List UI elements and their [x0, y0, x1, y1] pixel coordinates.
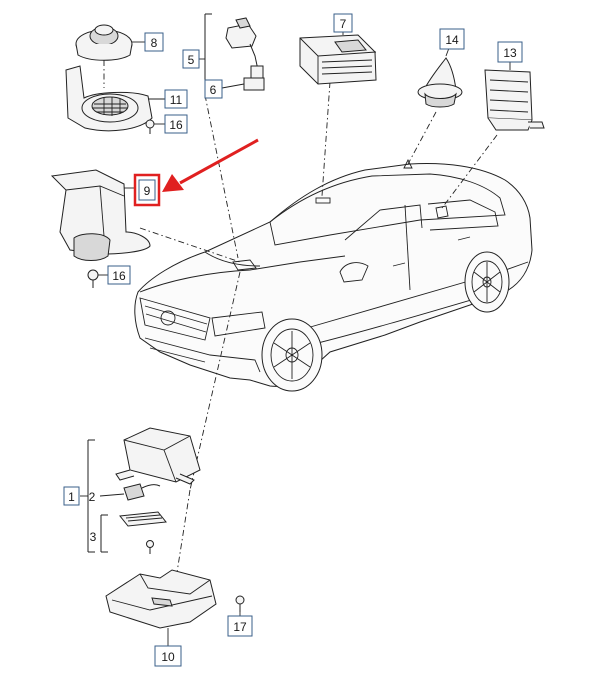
callout-label: 16: [112, 269, 126, 283]
callout-label: 8: [151, 36, 158, 50]
antenna: [417, 47, 463, 108]
callout-8: 8: [144, 32, 164, 52]
label-3: 3: [90, 530, 97, 544]
control-module: [299, 30, 377, 85]
callout-label: 17: [233, 620, 247, 634]
callout-label: 11: [170, 93, 183, 107]
callout-label: 10: [161, 650, 175, 664]
callout-6: 6: [204, 79, 223, 99]
callout-9-highlighted: 9: [133, 173, 161, 207]
callout-16-top: 16: [164, 114, 188, 134]
callout-label: 3: [90, 530, 97, 544]
callout-label: 2: [89, 490, 96, 504]
label-2: 2: [89, 490, 96, 504]
callout-label: 1: [68, 490, 75, 504]
callout-label: 6: [210, 83, 217, 97]
highlight-arrow: [162, 138, 259, 192]
callout-label: 5: [188, 53, 195, 67]
callout-label: 16: [169, 118, 183, 132]
speaker-assembly-top-left: [65, 24, 165, 134]
lower-assembly: [80, 427, 245, 646]
leader-lines: [139, 81, 498, 586]
callout-label: 13: [503, 46, 517, 60]
callout-16-left: 16: [107, 265, 131, 285]
callout-1: 1: [63, 486, 80, 506]
callout-5: 5: [182, 49, 200, 69]
sensor-assembly-left: [50, 169, 151, 288]
callout-13: 13: [497, 41, 523, 63]
callout-label: 14: [445, 33, 459, 47]
callout-10: 10: [154, 645, 182, 667]
callout-7: 7: [333, 13, 353, 33]
car-illustration: [134, 158, 533, 392]
callout-17: 17: [227, 615, 253, 637]
callout-11: 11: [164, 89, 188, 109]
connector-assembly: [198, 13, 265, 91]
callout-label: 7: [340, 17, 347, 31]
callout-14: 14: [439, 28, 465, 50]
callout-label: 9: [144, 184, 151, 198]
amplifier-module: [484, 62, 545, 131]
